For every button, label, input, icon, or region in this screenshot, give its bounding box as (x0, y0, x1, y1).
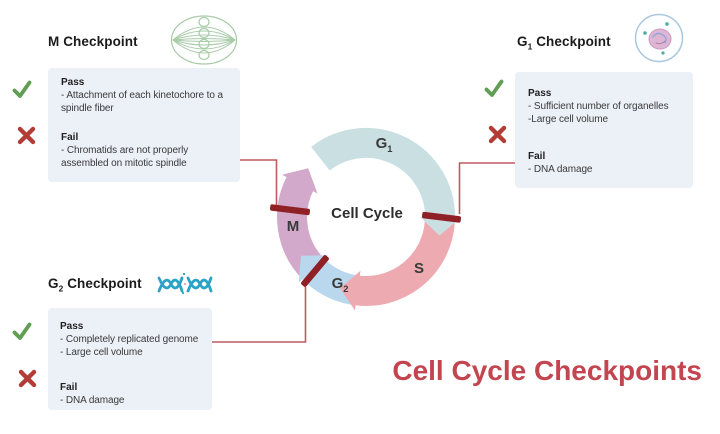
phase-arrow-m (282, 168, 318, 194)
pass-label: Pass (61, 77, 85, 88)
fail-item: - DNA damage (60, 395, 125, 406)
m-checkpoint-bar (269, 204, 311, 216)
pass-item: - Sufficient number of organelles (528, 101, 669, 112)
phase-arrow-s (339, 270, 361, 311)
check-icon (484, 79, 504, 97)
pass-block: Pass - Sufficient number of organelles -… (528, 87, 689, 126)
pass-block: Pass - Completely replicated genome - La… (60, 320, 208, 359)
g2-checkpoint-title: G2 Checkpoint (48, 276, 142, 294)
phase-arrow-g1 (420, 216, 460, 236)
fail-block: Fail - DNA damage (528, 150, 689, 176)
replicated-dna-icon (157, 272, 213, 295)
fail-item: - Chromatids are not properly assembled … (61, 145, 189, 169)
g2-connector-line (211, 287, 307, 343)
fail-label: Fail (60, 382, 78, 393)
pass-block: Pass - Attachment of each kinetochore to… (61, 76, 232, 115)
m-checkpoint-box: Pass - Attachment of each kinetochore to… (48, 68, 240, 182)
pass-item: - Attachment of each kinetochore to a sp… (61, 90, 223, 114)
pass-label: Pass (528, 88, 552, 99)
g1-checkpoint-title: G1 Checkpoint (517, 34, 611, 52)
m-connector-line (240, 159, 278, 206)
phase-label-g2: G2 (331, 275, 349, 294)
g2-checkpoint-box: Pass - Completely replicated genome - La… (48, 308, 212, 410)
fail-block: Fail - Chromatids are not properly assem… (61, 131, 232, 170)
mitotic-spindle-icon (170, 15, 238, 65)
pass-item: -Large cell volume (528, 114, 608, 125)
phase-arc-g1 (311, 127, 456, 221)
phase-label-m: M (286, 218, 300, 235)
cross-icon (17, 126, 36, 145)
pass-label: Pass (60, 321, 84, 332)
phase-arc-s (353, 220, 455, 306)
pass-item: - Large cell volume (60, 347, 143, 358)
fail-block: Fail - DNA damage (60, 381, 208, 407)
phase-label-s: S (413, 260, 424, 277)
cross-icon (488, 125, 507, 144)
g1-connector-line (458, 162, 516, 214)
cell-cycle-center-label: Cell Cycle (331, 205, 403, 222)
diagram-title: Cell Cycle Checkpoints (392, 355, 702, 386)
pass-item: - Completely replicated genome (60, 334, 199, 345)
m-checkpoint-title: M Checkpoint (48, 34, 138, 49)
fail-label: Fail (61, 132, 79, 143)
check-icon (12, 80, 32, 98)
cell-with-organelles-icon (634, 13, 684, 63)
g2-checkpoint-bar (301, 255, 329, 287)
fail-label: Fail (528, 151, 546, 162)
g1-checkpoint-box: Pass - Sufficient number of organelles -… (515, 72, 693, 188)
check-icon (12, 322, 32, 340)
fail-item: - DNA damage (528, 164, 593, 175)
cross-icon (18, 369, 37, 388)
g1-checkpoint-bar (421, 211, 462, 223)
phase-label-g1: G1 (375, 135, 393, 154)
